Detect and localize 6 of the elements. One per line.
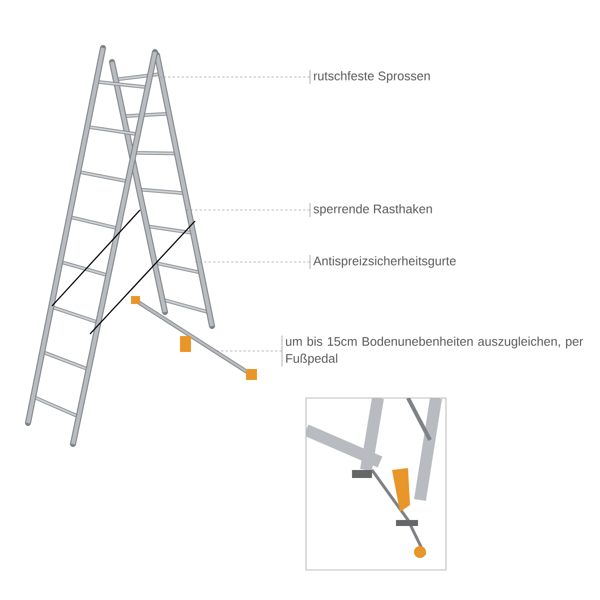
callout-text: rutschfeste Sprossen (310, 70, 430, 84)
callout-text: Antispreizsicherheitsgurte (310, 254, 456, 270)
callout-text: sperrende Rasthaken (310, 202, 432, 218)
leader-line (214, 350, 282, 352)
leader-line (160, 76, 310, 78)
callout-text: um bis 15cm Bodenunebenheiten auszugleichen, per Fußpedal (282, 335, 584, 367)
